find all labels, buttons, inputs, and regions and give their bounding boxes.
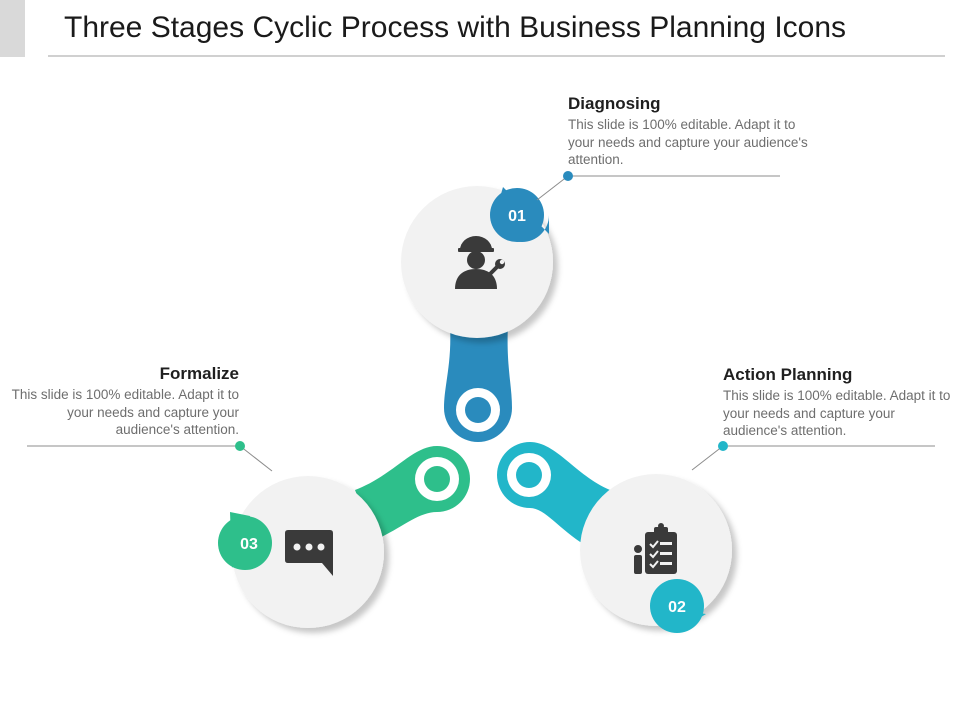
stage-heading-formalize: Formalize	[159, 364, 239, 383]
stage-heading-diagnosing: Diagnosing	[568, 94, 661, 113]
slide-title: Three Stages Cyclic Process with Busines…	[64, 11, 847, 44]
chat-bubble-icon	[285, 530, 333, 576]
stage-description-formalize: This slide is 100% editable. Adapt it to…	[11, 387, 239, 437]
number-badge-01: 01	[490, 187, 549, 242]
title-divider	[48, 55, 945, 57]
stage-text-diagnosing: Diagnosing This slide is 100% editable. …	[568, 94, 808, 169]
title-accent-bar	[0, 0, 25, 57]
leader-line-formalize	[27, 441, 273, 472]
svg-text:01: 01	[508, 208, 526, 225]
leader-line-diagnosing	[536, 171, 780, 201]
stage-description-diagnosing: This slide is 100% editable. Adapt it to…	[568, 117, 808, 167]
worker-with-wrench-icon	[455, 236, 505, 289]
leader-line-action-planning	[691, 441, 935, 471]
connector-dot-action-planning	[516, 462, 542, 488]
number-badge-02: 02	[650, 579, 706, 633]
clipboard-checklist-icon	[634, 523, 677, 574]
stage-description-action-planning: This slide is 100% editable. Adapt it to…	[723, 388, 951, 438]
svg-text:03: 03	[240, 536, 258, 553]
svg-text:02: 02	[668, 599, 686, 616]
connector-dot-diagnosing	[465, 397, 491, 423]
connector-dot-formalize	[424, 466, 450, 492]
stage-text-formalize: Formalize This slide is 100% editable. A…	[10, 364, 239, 439]
number-badge-03: 03	[218, 512, 272, 570]
stage-text-action-planning: Action Planning This slide is 100% edita…	[723, 365, 953, 440]
stage-heading-action-planning: Action Planning	[723, 365, 853, 384]
